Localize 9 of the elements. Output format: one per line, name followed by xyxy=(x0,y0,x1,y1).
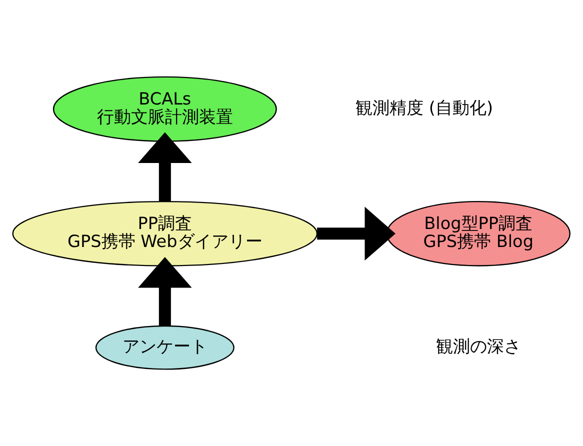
node-ellipse: アンケート xyxy=(95,325,234,370)
arrow xyxy=(138,132,192,202)
node-ellipse: Blog型PP調査 GPS携帯 Blog xyxy=(386,200,571,266)
arrow xyxy=(138,257,192,326)
label: 観測の深さ xyxy=(436,336,521,356)
node-ellipse: PP調査 GPS携帯 Webダイアリー xyxy=(12,200,318,266)
node-ellipse: BCALs 行動文脈計測装置 xyxy=(52,76,277,142)
label: 観測精度 (自動化) xyxy=(356,98,494,118)
arrow xyxy=(317,206,396,261)
